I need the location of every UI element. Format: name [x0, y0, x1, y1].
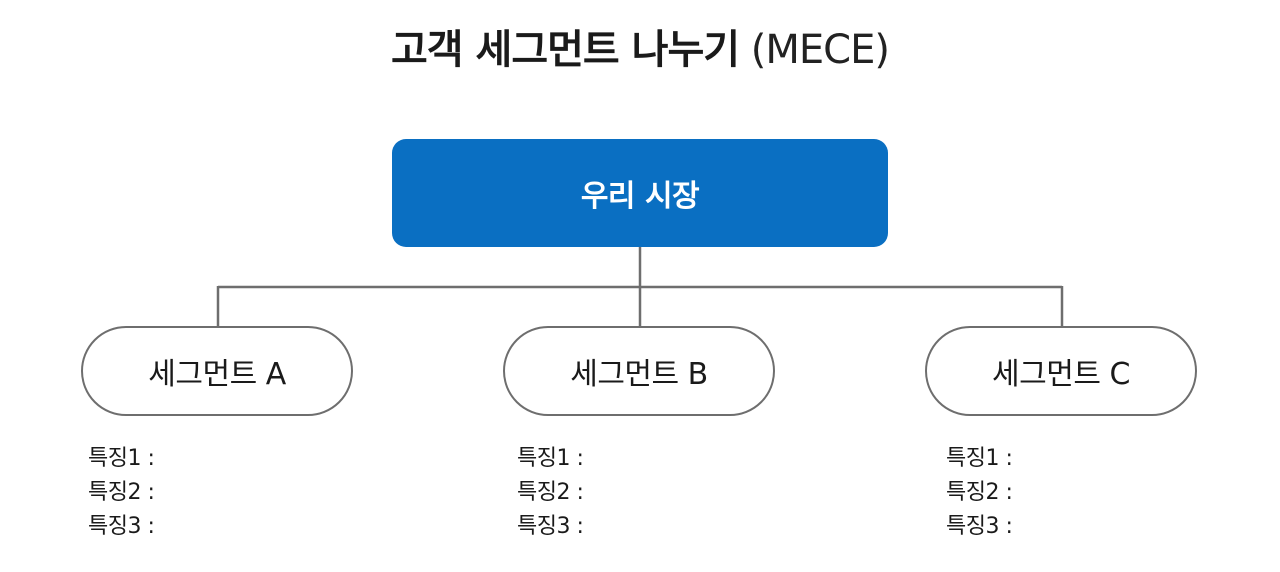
feature-item: 특징3 :: [517, 514, 584, 539]
feature-item: 특징3 :: [88, 514, 155, 539]
segment-label: 세그먼트 A: [148, 357, 286, 392]
segment-label: 세그먼트 B: [570, 357, 708, 392]
title-main: 고객 세그먼트 나누기: [391, 27, 740, 73]
feature-item: 특징1 :: [517, 446, 584, 471]
feature-list-a: 특징1 : 특징2 : 특징3 :: [88, 442, 155, 544]
segment-label: 세그먼트 C: [992, 357, 1130, 392]
segment-node-b: 세그먼트 B: [503, 326, 775, 416]
feature-item: 특징2 :: [517, 480, 584, 505]
root-label: 우리 시장: [580, 179, 700, 214]
feature-item: 특징1 :: [946, 446, 1013, 471]
segment-node-c: 세그먼트 C: [925, 326, 1197, 416]
diagram-title: 고객 세그먼트 나누기 (MECE): [0, 22, 1280, 78]
feature-item: 특징3 :: [946, 514, 1013, 539]
feature-item: 특징1 :: [88, 446, 155, 471]
feature-list-c: 특징1 : 특징2 : 특징3 :: [946, 442, 1013, 544]
feature-item: 특징2 :: [946, 480, 1013, 505]
title-sub: (MECE): [750, 27, 890, 73]
root-node: 우리 시장: [392, 139, 888, 247]
feature-list-b: 특징1 : 특징2 : 특징3 :: [517, 442, 584, 544]
feature-item: 특징2 :: [88, 480, 155, 505]
segment-node-a: 세그먼트 A: [81, 326, 353, 416]
